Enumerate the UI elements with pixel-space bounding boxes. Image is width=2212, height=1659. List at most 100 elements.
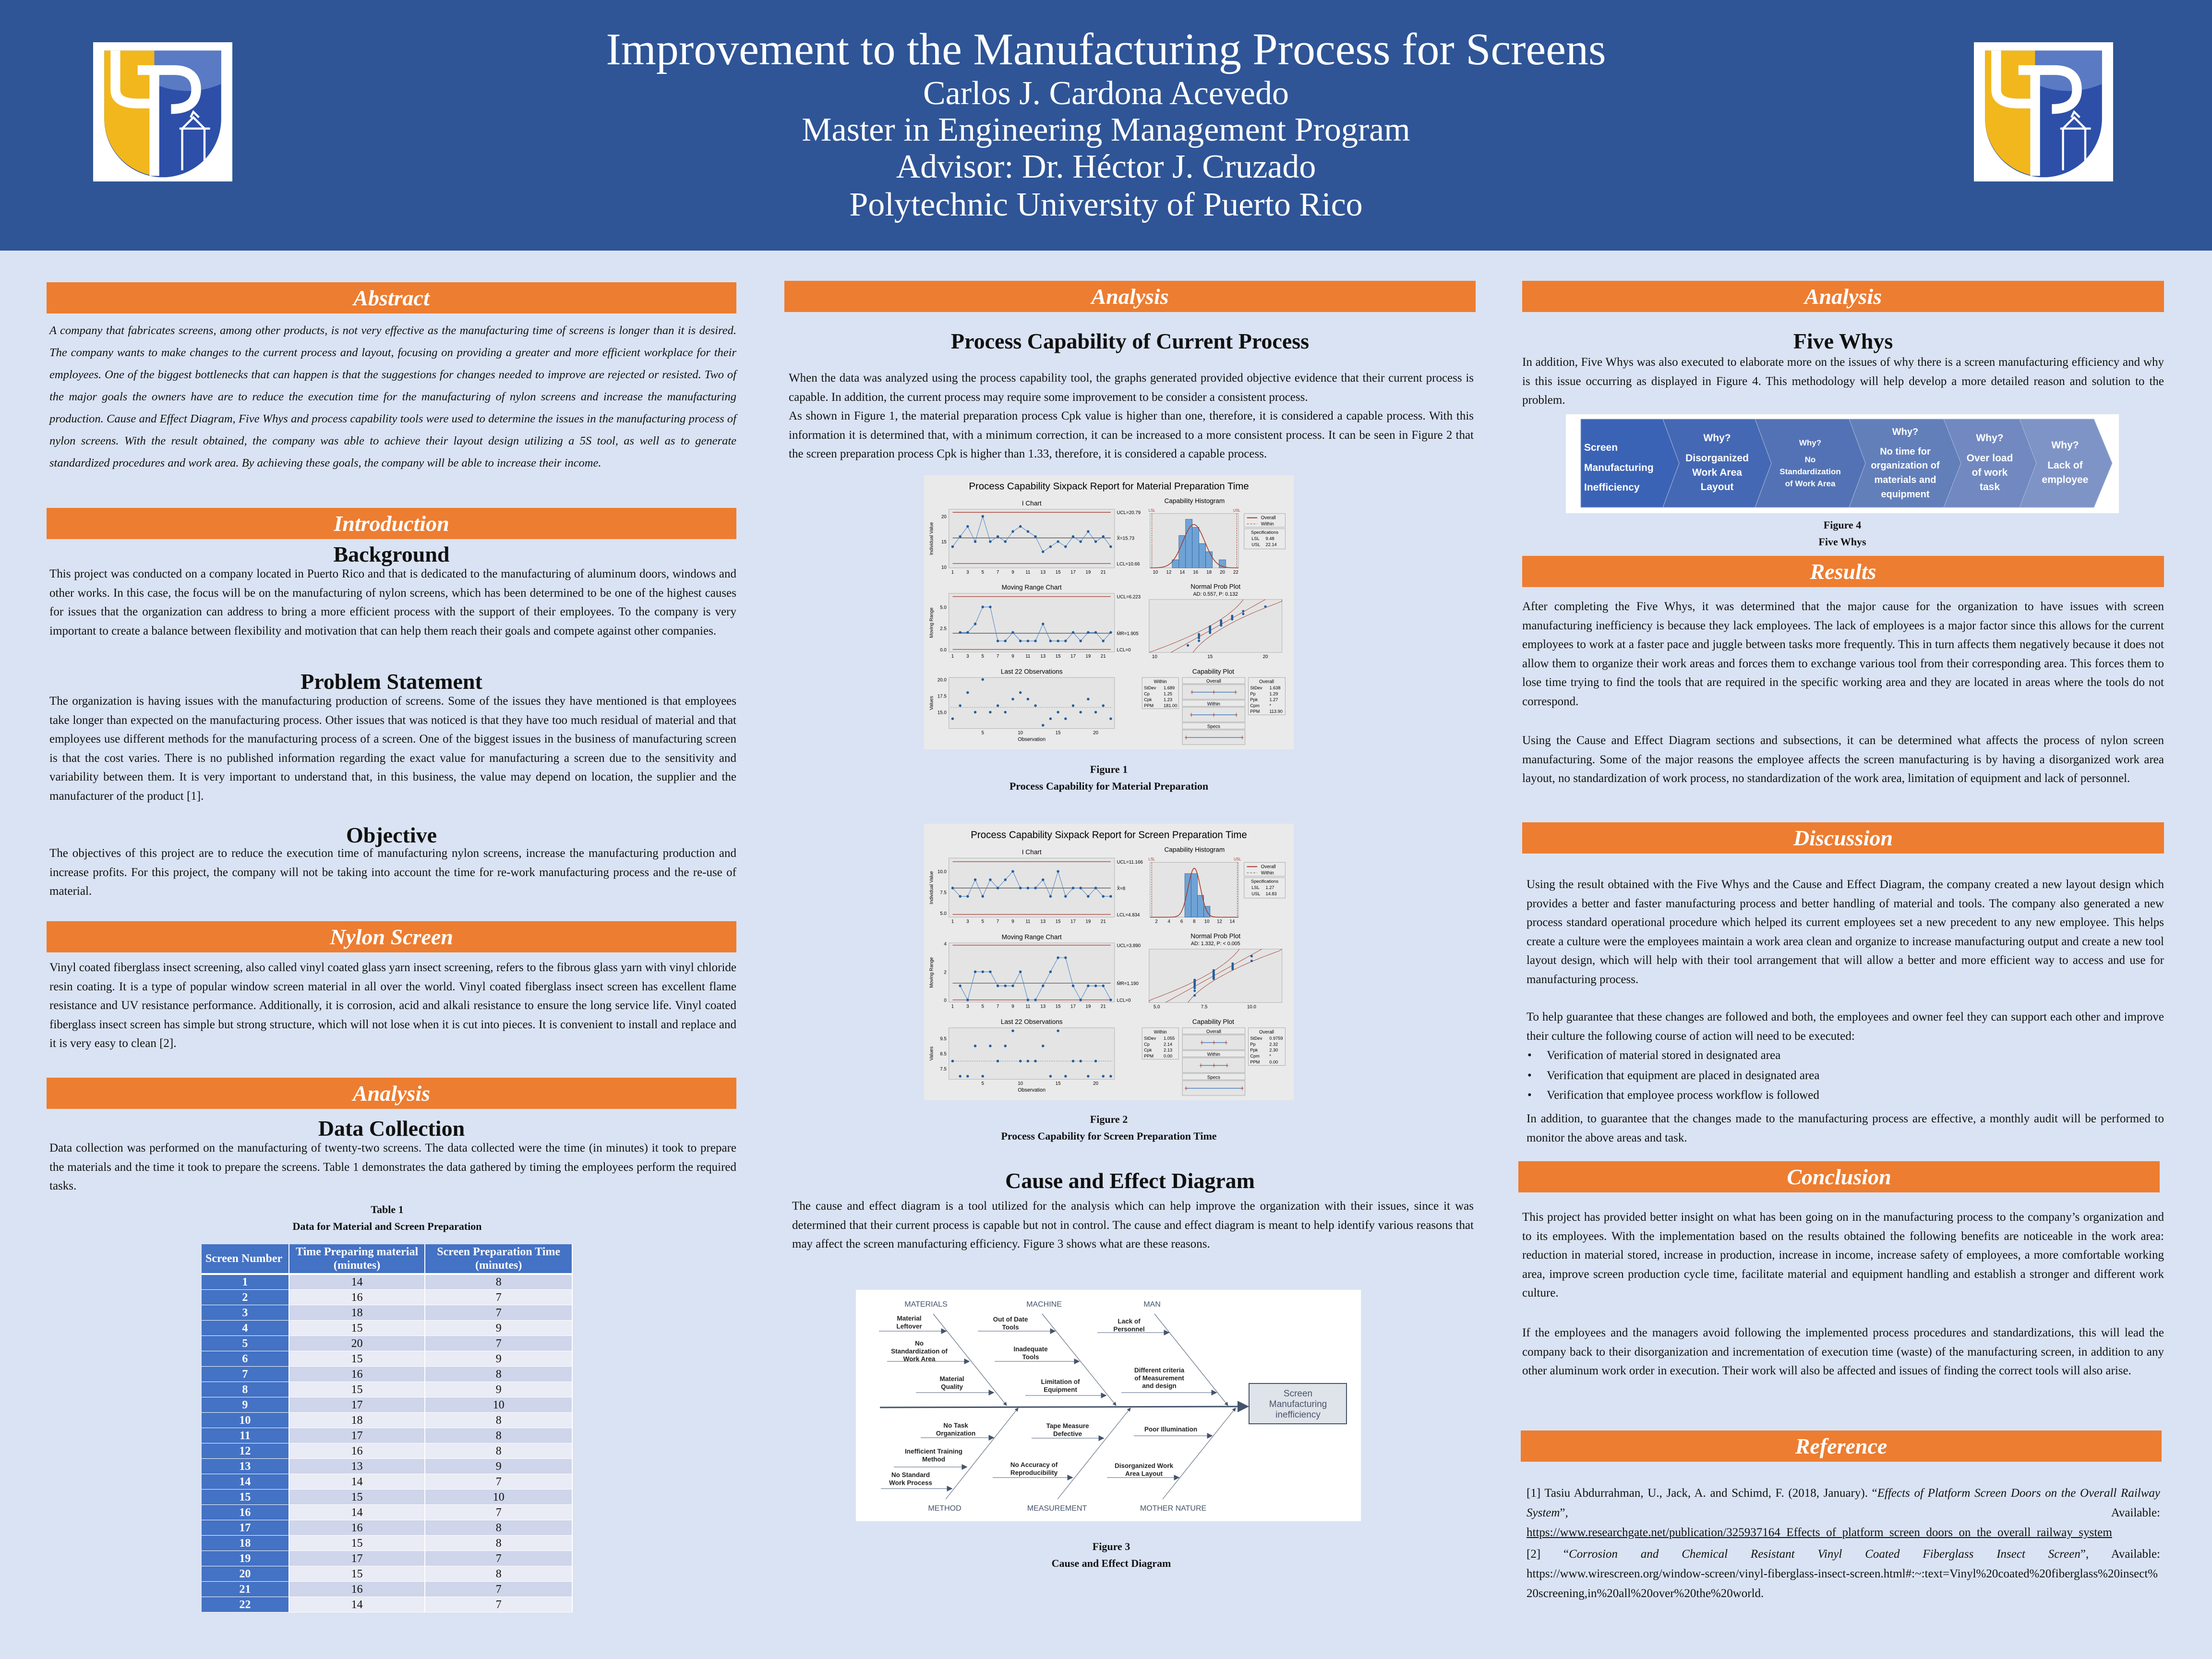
npp-data-point [1198, 639, 1201, 642]
university-logo-left [93, 42, 232, 181]
cell-material-time: 15 [289, 1320, 426, 1336]
npp-data-point [1209, 625, 1212, 628]
i-chart-data-point [1087, 530, 1090, 533]
mr-chart-data-point [1109, 631, 1112, 634]
mr-chart-data-point [1094, 631, 1097, 634]
mr-chart-data-point [974, 623, 977, 625]
mr-chart-x-tick: 15 [1056, 654, 1061, 659]
process-capability-text: When the data was analyzed using the pro… [789, 369, 1474, 464]
mr-chart-lcl-label: LCL=0 [1117, 648, 1131, 653]
last-obs-title: Last 22 Observations [1001, 668, 1063, 675]
cause-label: No Task [943, 1422, 968, 1429]
reference-1-link[interactable]: https://www.researchgate.net/publication… [1527, 1526, 2112, 1539]
overall-stat-name: Ppk [1250, 1048, 1258, 1053]
mr-chart-data-point [1102, 639, 1105, 642]
last-obs-data-point [1057, 1029, 1059, 1033]
cause-label: Tools [1002, 1323, 1019, 1331]
five-whys-text: Disorganized [1685, 453, 1749, 464]
last-obs-data-point [1087, 697, 1090, 701]
histogram-x-tick: 18 [1206, 570, 1212, 575]
cell-screen-number: 18 [202, 1535, 289, 1551]
capability-overall-header [1182, 1027, 1246, 1034]
overall-stat-value: 113.90 [1269, 709, 1283, 714]
capability-within-header [1182, 1050, 1246, 1058]
mr-chart-x-tick: 1 [951, 654, 954, 659]
within-stat-value: 1.23 [1164, 697, 1172, 702]
mr-chart-data-point [966, 998, 969, 1001]
overall-stat-name: Cpm [1250, 1054, 1260, 1058]
cause-effect-heading: Cause and Effect Diagram [1005, 1168, 1255, 1193]
table-title: Data for Material and Screen Preparation [292, 1220, 482, 1232]
i-chart-data-point [1057, 870, 1059, 873]
histogram-x-tick: 16 [1193, 570, 1198, 575]
cell-screen-time: 8 [425, 1443, 573, 1459]
shield-logo-icon [1985, 50, 2102, 178]
last-obs-y-tick: 8.5 [940, 1052, 947, 1057]
overall-stat-name: Cpm [1250, 703, 1260, 708]
overall-stat-value: * [1269, 1054, 1271, 1058]
i-chart-data-point [1102, 895, 1105, 898]
npp-data-point [1242, 610, 1245, 613]
cause-label: and design [1142, 1382, 1176, 1390]
last-obs-data-point [1011, 697, 1014, 701]
last-obs-data-point [966, 1075, 969, 1078]
npp-x-tick: 20 [1263, 654, 1268, 660]
mr-chart-data-point [1026, 639, 1030, 642]
cause-label: Material [897, 1315, 921, 1322]
cell-material-time: 14 [289, 1597, 426, 1612]
five-whys-text: No [1805, 455, 1816, 464]
histogram-legend [1244, 513, 1286, 528]
histogram-bar [1184, 873, 1191, 918]
i-chart-x-tick: 7 [997, 919, 999, 924]
i-chart-data-point [1041, 550, 1045, 553]
background-heading: Background [333, 542, 450, 566]
last-obs-data-point [974, 710, 977, 714]
histogram-bar [1205, 551, 1213, 568]
cause-label: Tape Measure [1046, 1422, 1089, 1430]
last-obs-data-point [1064, 717, 1067, 720]
mr-chart-x-tick: 7 [997, 1004, 999, 1009]
i-chart-y-tick: 15 [941, 540, 947, 545]
i-chart-x-tick: 17 [1070, 570, 1076, 575]
mr-chart-data-point [1034, 639, 1037, 642]
cell-screen-time: 8 [425, 1274, 573, 1290]
i-chart-data-point [1004, 878, 1007, 881]
process-capability-paragraph: As shown in Figure 1, the material prepa… [789, 409, 1474, 460]
cell-screen-time: 8 [425, 1428, 573, 1443]
i-chart-y-tick: 20 [941, 515, 947, 520]
histogram-x-tick: 6 [1180, 919, 1183, 924]
chart-title: Process Capability Sixpack Report for Sc… [971, 830, 1247, 841]
discussion-paragraph-1: Using the result obtained with the Five … [1527, 878, 2164, 986]
cell-screen-number: 6 [202, 1351, 289, 1367]
histogram-x-tick: 14 [1179, 570, 1185, 575]
figure-2-sixpack-chart: Process Capability Sixpack Report for Sc… [924, 824, 1294, 1100]
mr-chart-x-tick: 19 [1085, 654, 1091, 659]
advisor-name: Advisor: Dr. Héctor J. Cruzado [896, 148, 1316, 185]
npp-data-point [1231, 616, 1234, 619]
last-obs-data-point [1071, 1059, 1075, 1063]
last-obs-data-point [1049, 717, 1052, 720]
cause-label: Inefficient Training [905, 1448, 962, 1455]
i-chart-data-point [1064, 545, 1067, 548]
i-chart-data-point [1026, 887, 1030, 890]
within-stat-name: Cp [1144, 1042, 1150, 1046]
last-obs-x-tick: 10 [1018, 730, 1023, 735]
mr-chart-x-tick: 9 [1011, 654, 1014, 659]
overall-stats-box [1248, 677, 1286, 715]
mr-chart-data-point [1011, 631, 1014, 634]
i-chart-cl-label: X̄=8 [1117, 886, 1126, 891]
cell-material-time: 15 [289, 1535, 426, 1551]
reference-2-link[interactable]: https://www.wirescreen.org/window-screen… [1527, 1567, 2158, 1600]
i-chart-y-label: Individual Value [929, 522, 935, 555]
mr-chart-data-point [1109, 998, 1112, 1001]
mr-chart-data-point [1064, 956, 1067, 959]
specifications-box [1244, 528, 1286, 550]
process-capability-paragraph: When the data was analyzed using the pro… [789, 372, 1474, 404]
mr-chart-x-tick: 21 [1101, 654, 1106, 659]
last-obs-data-point [1011, 1029, 1014, 1033]
